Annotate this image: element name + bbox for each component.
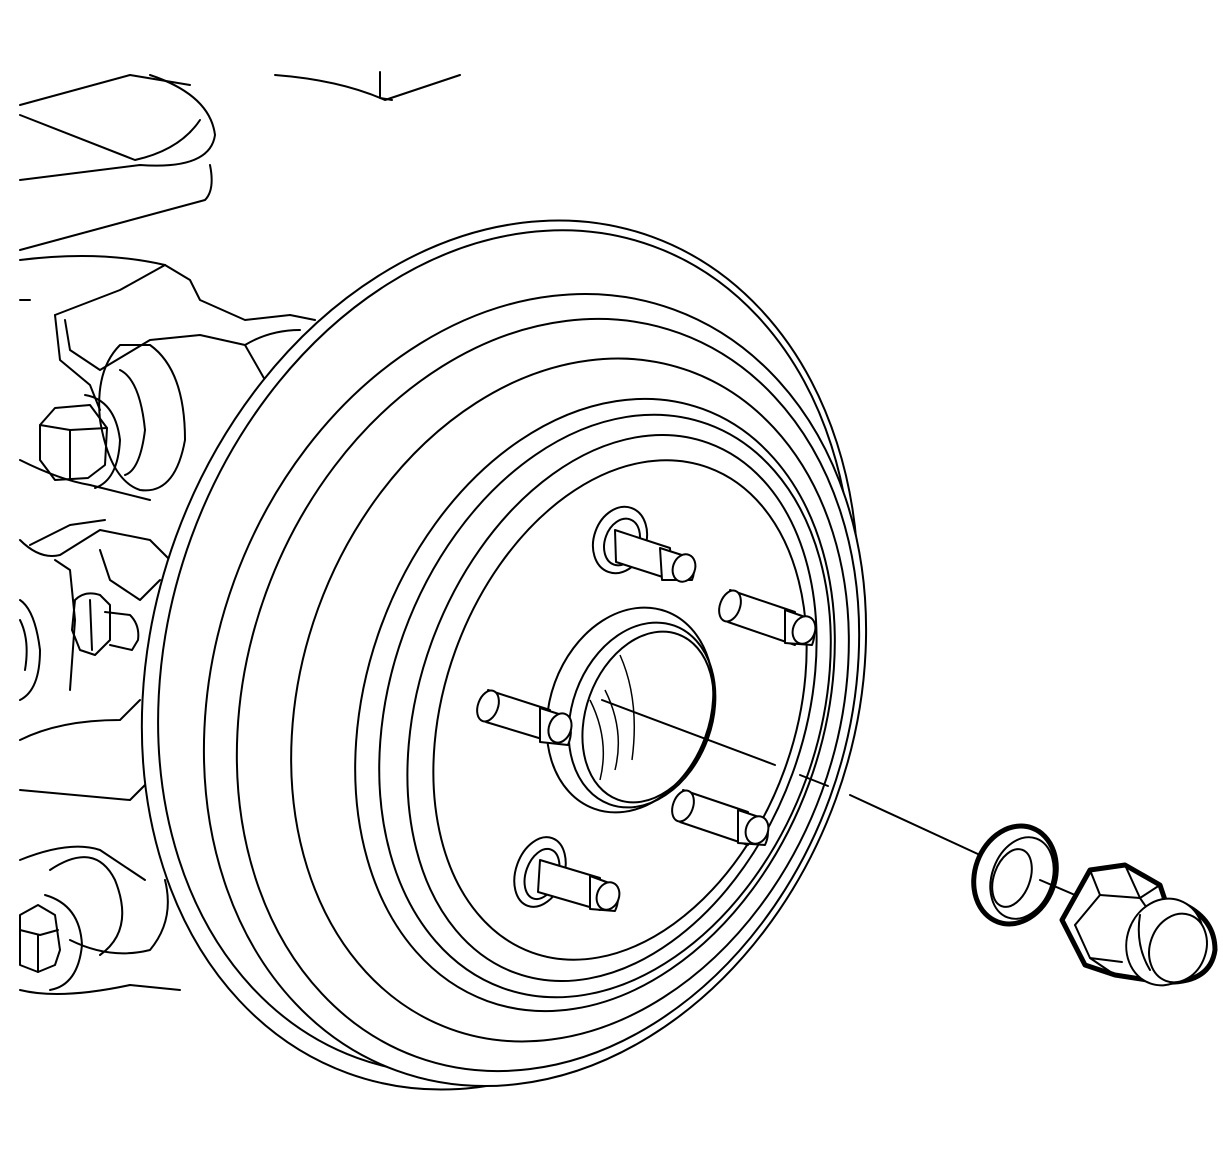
brake-drum [140, 219, 868, 1091]
suspension-frame [19, 71, 461, 995]
installation-axis-line [601, 699, 1076, 896]
wheel-stud-5 [513, 836, 621, 912]
wheel-stud-1 [591, 505, 697, 583]
ball-joint-stud [71, 592, 140, 656]
wheel-stud-2 [718, 589, 817, 646]
hub-nut [1059, 862, 1218, 987]
wheel-stud-4 [671, 789, 770, 846]
hub-washer [971, 823, 1059, 927]
hex-bolt-lower [19, 894, 83, 991]
wheel-stud-3 [476, 689, 573, 746]
hex-bolt-upper [39, 394, 121, 489]
